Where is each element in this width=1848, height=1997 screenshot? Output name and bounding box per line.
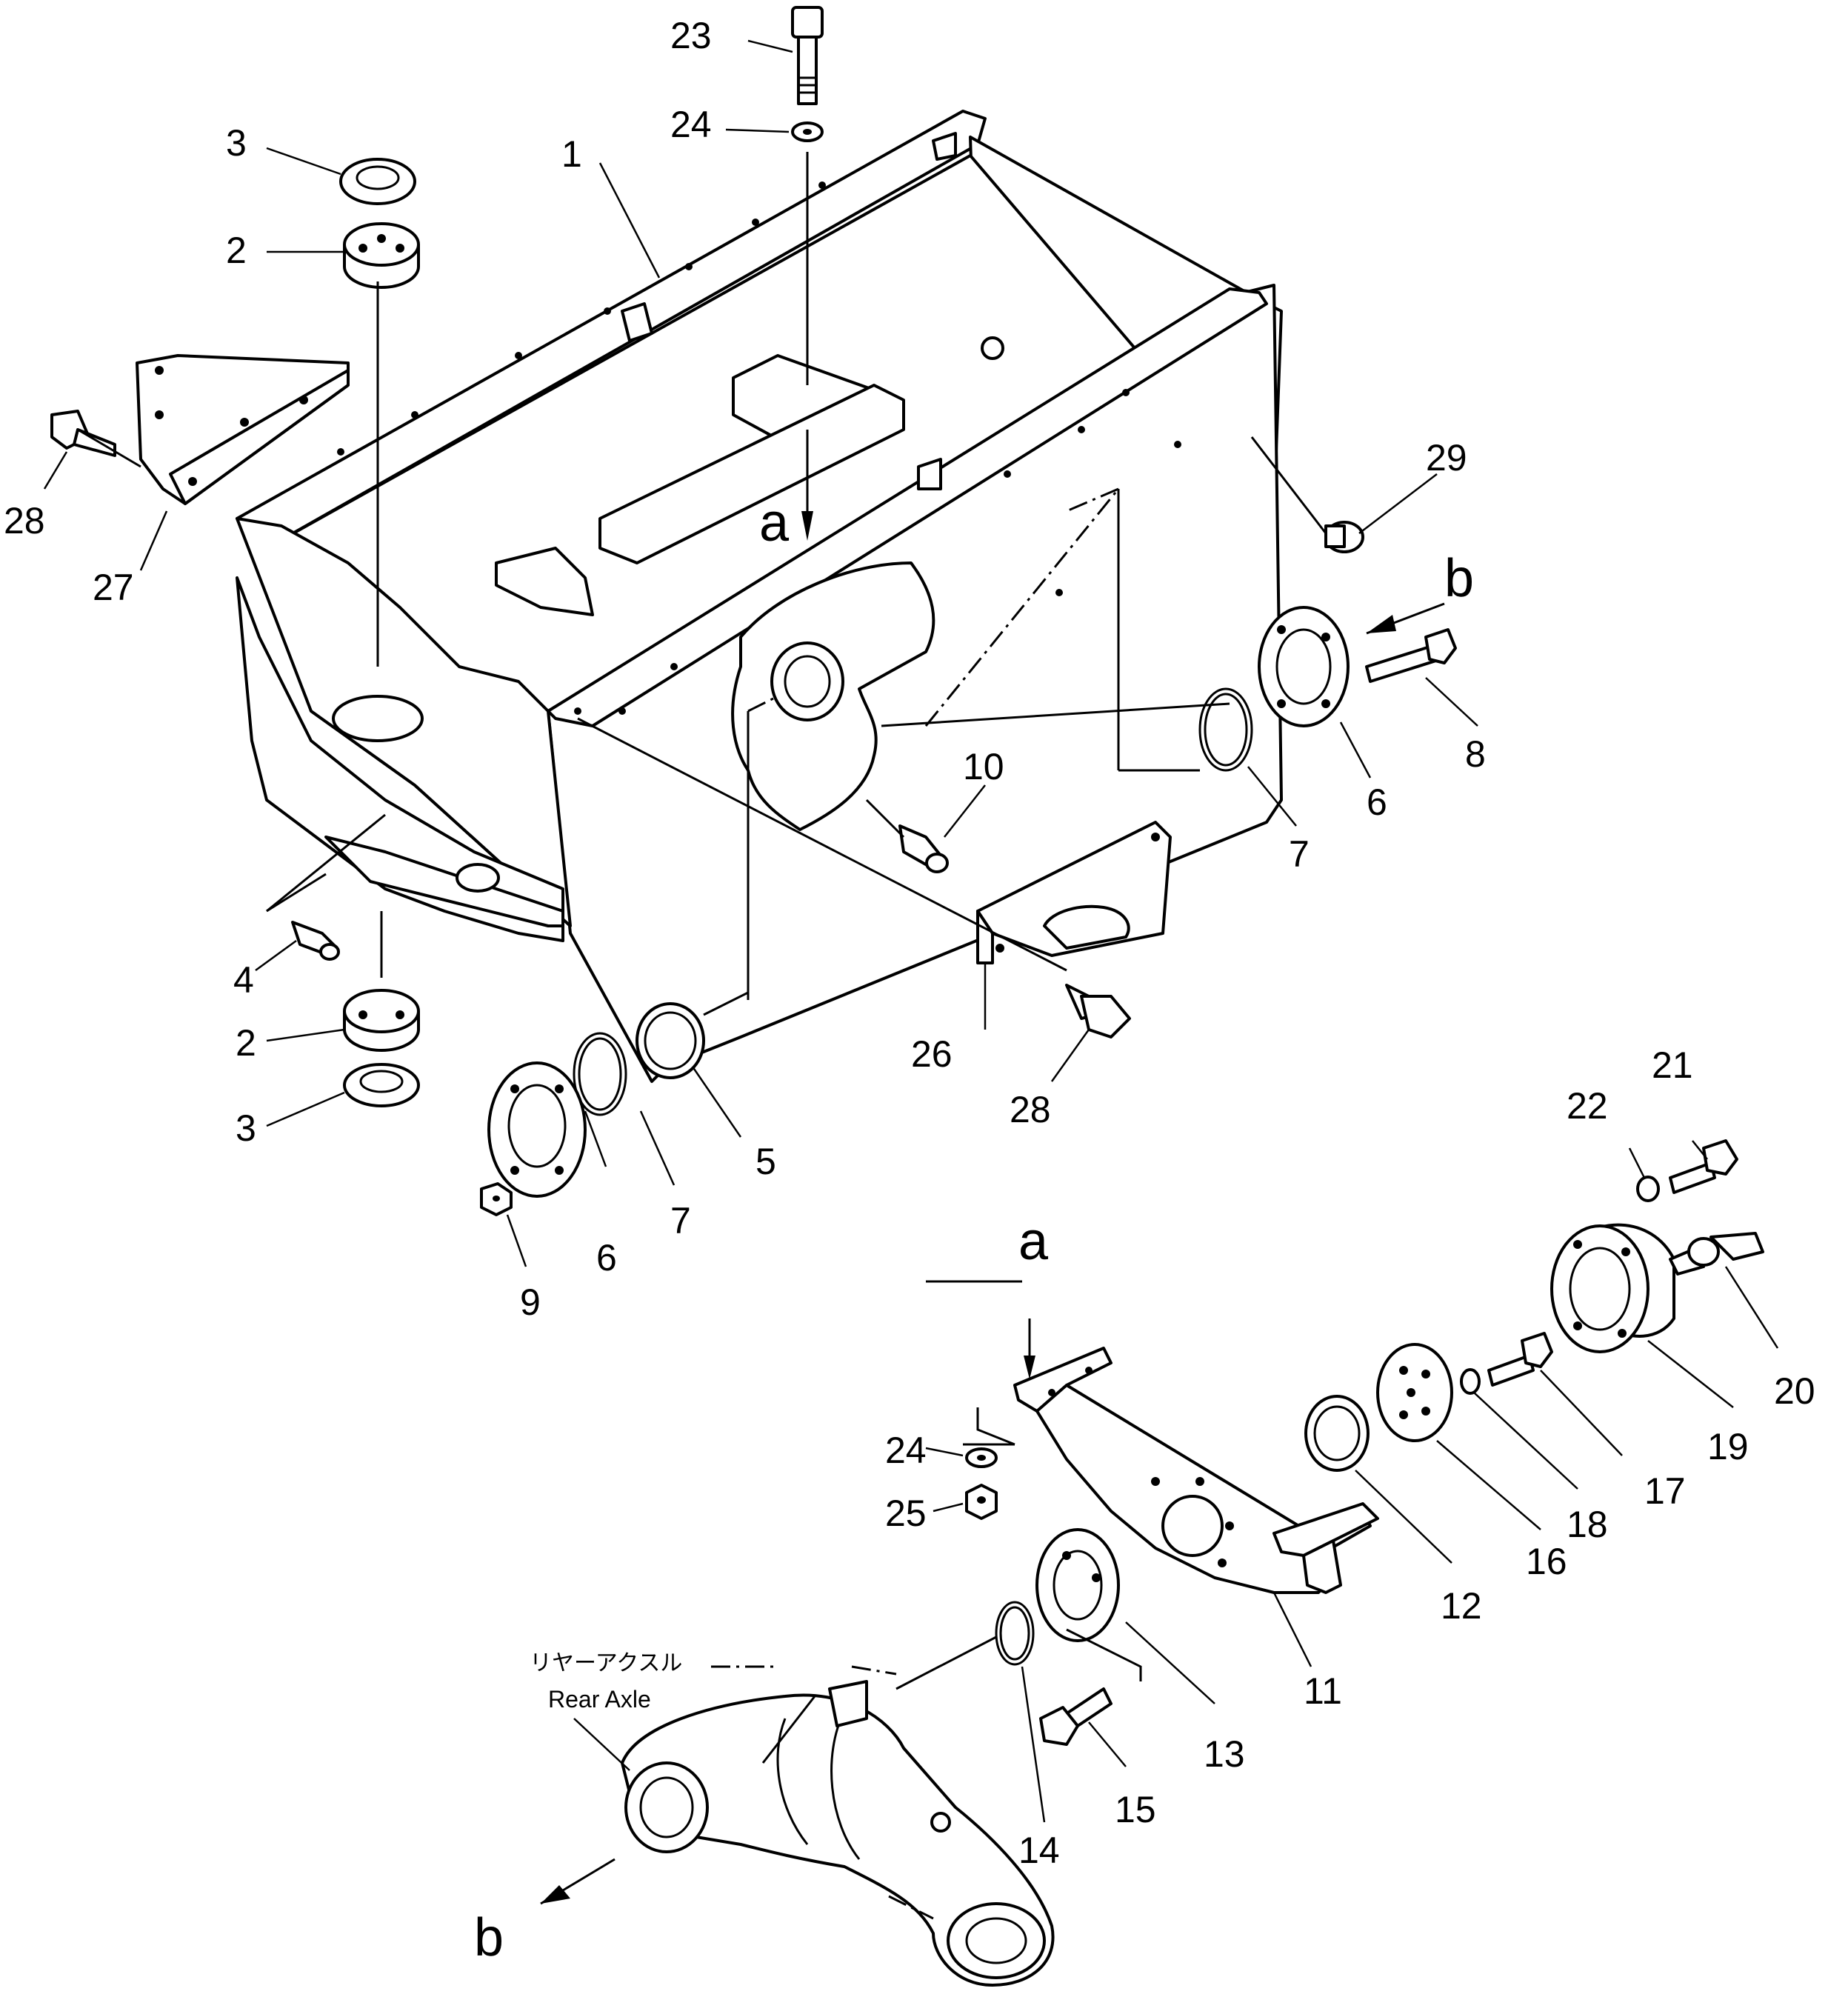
cover-19 [1550,1223,1675,1353]
callout-3-top: 3 [226,122,247,164]
bolt-21 [1669,1139,1738,1194]
rear-axle-housing [621,1680,1055,1987]
washer-18 [1460,1368,1481,1395]
washer-24-lower [965,1447,998,1468]
nut-25 [965,1484,998,1520]
plug-29 [1324,521,1364,553]
callout-15: 15 [1115,1789,1156,1830]
washer-3-top [339,158,416,205]
main-frame [236,110,1283,1083]
bracket-27 [136,354,350,505]
washer-24-top [791,121,824,142]
view-b-top: b [1444,549,1474,608]
callout-13: 13 [1204,1733,1245,1775]
bolt-28-left [50,410,116,457]
callout-21: 21 [1652,1044,1693,1086]
bushing-2-bottom [343,989,420,1052]
callout-23: 23 [670,15,712,56]
callout-2-top: 2 [226,230,247,271]
callout-11: 11 [1304,1670,1342,1712]
view-arrows [540,602,1445,1905]
rear-axle-label-jp: リヤーアクスル [530,1650,682,1676]
callout-4: 4 [233,959,254,1001]
bushing-12 [1304,1395,1370,1472]
callout-16: 16 [1526,1541,1567,1582]
washer-22 [1636,1176,1660,1202]
callout-2-bottom: 2 [236,1022,256,1064]
callout-18: 18 [1567,1504,1608,1545]
bolt-15 [1039,1687,1113,1746]
washer-3-bottom [343,1063,420,1107]
callout-24-top: 24 [670,104,712,145]
dashed-center-lines [711,487,1120,1920]
callout-28-right: 28 [1010,1089,1051,1130]
callout-17: 17 [1644,1470,1686,1512]
callout-8: 8 [1465,733,1486,775]
callout-20: 20 [1774,1370,1815,1412]
callout-22: 22 [1567,1085,1608,1127]
callout-26: 26 [911,1033,953,1075]
bushing-5 [636,1002,705,1079]
callout-5: 5 [755,1141,776,1182]
view-letters: a a b b [474,493,1474,1967]
view-b-bottom: b [474,1908,504,1967]
callout-1: 1 [561,133,582,175]
axle-support-11 [1013,1347,1379,1594]
callout-24-lower: 24 [885,1430,927,1471]
callout-12: 12 [1441,1585,1482,1627]
plate-16 [1376,1343,1453,1442]
callout-7-left: 7 [670,1200,691,1241]
rear-axle-label-en: Rear Axle [548,1686,651,1713]
callout-28-left: 28 [4,500,45,541]
bushing-2-top [343,222,420,289]
o-ring-7-left [573,1032,627,1116]
cover-13 [1035,1528,1120,1642]
bracket-26 [976,821,1172,964]
grease-fitting-10 [898,824,949,873]
callout-labels: 1 2 2 3 3 4 5 6 6 7 7 8 9 10 11 12 13 14… [4,15,1815,1871]
cover-6-left [487,1061,587,1198]
callout-6-right: 6 [1367,781,1387,823]
callout-10: 10 [963,746,1004,787]
callout-7-right: 7 [1289,833,1310,875]
callout-6-left: 6 [596,1237,617,1278]
o-ring-7-right [1198,687,1253,772]
nut-9 [480,1182,513,1216]
callout-3-bottom: 3 [236,1107,256,1149]
rear-axle-label: リヤーアクスル Rear Axle [530,1650,682,1771]
o-ring-14 [995,1601,1035,1666]
view-a-lower: a [1018,1212,1049,1271]
callout-14: 14 [1018,1830,1060,1871]
callout-27: 27 [93,567,134,608]
bolt-17 [1487,1332,1553,1387]
view-a-top: a [759,493,790,553]
leader-lines [43,39,1779,1823]
grease-fitting-4 [291,921,340,961]
bolt-23 [791,6,824,105]
callout-9: 9 [520,1281,541,1323]
callout-29: 29 [1426,437,1467,479]
cover-6-right [1258,606,1350,727]
bolt-28-right [1065,984,1131,1038]
callout-25: 25 [885,1493,927,1534]
callout-19: 19 [1707,1426,1749,1467]
assembly-lines [77,152,1327,1764]
bolt-8 [1365,628,1457,683]
grease-fitting-20 [1669,1232,1764,1276]
